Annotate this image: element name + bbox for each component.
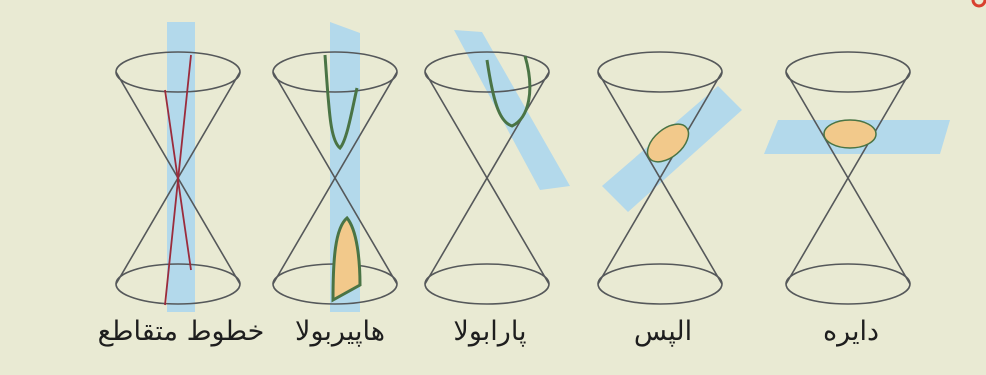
label-circle: دایره — [822, 316, 880, 347]
hyperbola-upper-branch — [323, 54, 359, 151]
hyperbola-lower-branch — [331, 215, 362, 303]
cone-panel-circle — [764, 51, 950, 305]
ellipse-section — [646, 123, 690, 163]
cone-generator — [272, 71, 398, 285]
cone-panel-hyperbola — [272, 22, 398, 312]
cutting-plane — [167, 22, 195, 312]
label-parabola: پارابولا — [453, 316, 527, 347]
parabola-curve — [485, 55, 532, 128]
cutting-plane — [454, 30, 570, 190]
corner-marker-icon — [971, 0, 986, 8]
cone-panel-parabola — [424, 30, 570, 305]
cone-generator — [785, 71, 911, 285]
cone-generator — [597, 71, 723, 285]
circle-section — [823, 119, 877, 149]
label-ellipse: الپس — [633, 316, 693, 347]
cone-panel-ellipse — [597, 51, 742, 305]
label-intersecting-lines: خطوط متقاطع — [97, 316, 265, 347]
cone-panel-intersecting-lines — [115, 22, 241, 312]
section-line — [164, 54, 192, 306]
label-hyperbola: هاپیربولا — [295, 316, 385, 347]
